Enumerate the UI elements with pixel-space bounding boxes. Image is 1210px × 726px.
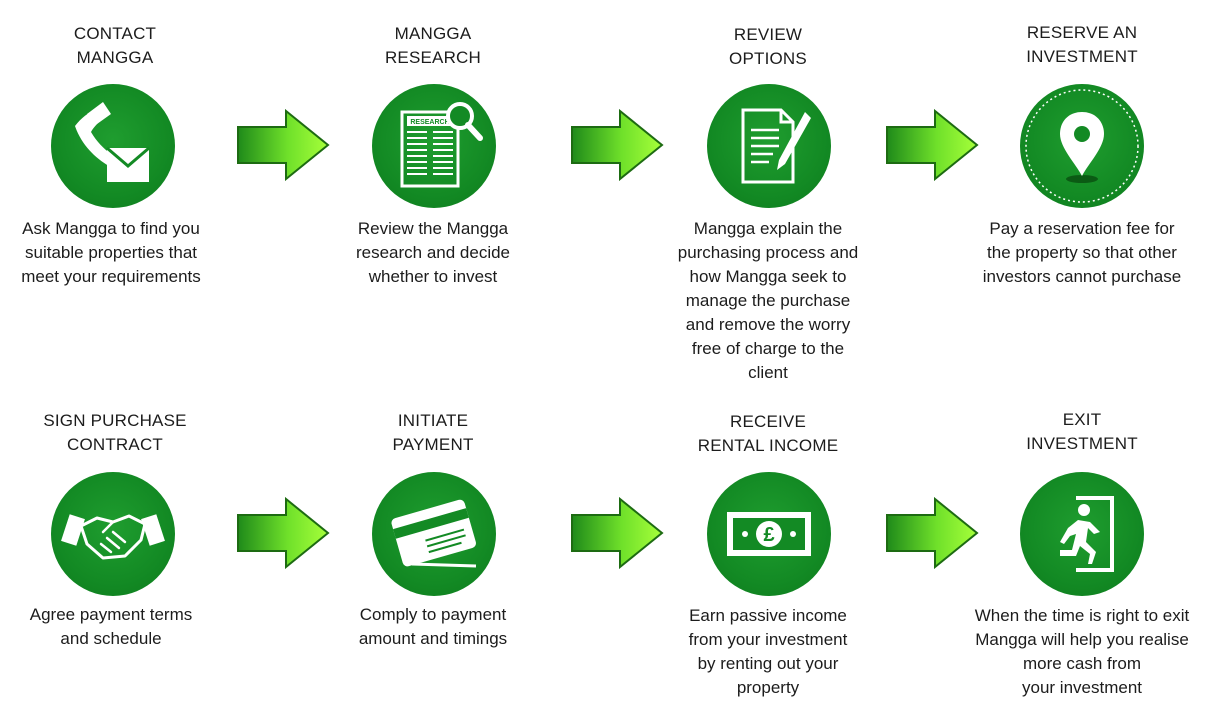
step-payment: INITIATE PAYMENT Comply to payment amoun… [318, 400, 548, 700]
step-title: REVIEW OPTIONS [729, 25, 807, 68]
step-description: Mangga explain the purchasing process an… [677, 219, 859, 382]
handshake-icon [61, 514, 165, 560]
step-research: MANGGA RESEARCH RESEARCH Review the Mang… [318, 0, 548, 300]
step-description: Agree payment terms and schedule [29, 605, 193, 648]
step-icon-circle: £ [707, 472, 831, 596]
step-title: CONTACT MANGGA [73, 24, 157, 67]
step-title: INITIATE PAYMENT [392, 411, 474, 454]
step-contact: CONTACT MANGGA Ask Mangga to find you su… [0, 0, 230, 300]
step-description: Comply to payment amount and timings [358, 605, 508, 648]
step-description: When the time is right to exit Mangga wi… [974, 606, 1190, 697]
research-label: RESEARCH [410, 119, 449, 126]
arrow-right-icon [886, 109, 979, 181]
step-description: Pay a reservation fee for the property s… [982, 219, 1182, 286]
arrow-right-icon [571, 109, 664, 181]
step-icon-circle [1020, 472, 1144, 596]
step-sign-contract: SIGN PURCHASE CONTRACT Agree payment ter… [0, 400, 230, 700]
step-icon-circle [51, 84, 175, 208]
step-description: Earn passive income from your investment… [688, 606, 848, 697]
arrow-right-icon [237, 497, 330, 569]
step-title: SIGN PURCHASE CONTRACT [43, 411, 187, 454]
step-icon-circle [1020, 84, 1144, 208]
step-review: REVIEW OPTIONS Mangga explain the purcha… [653, 0, 883, 400]
location-pin-icon [1025, 89, 1139, 203]
arrow-right-icon [886, 497, 979, 569]
credit-card-icon [391, 499, 477, 568]
step-reserve: RESERVE AN INVESTMENT Pay a reservation … [967, 0, 1197, 300]
step-title: RECEIVE RENTAL INCOME [697, 412, 839, 455]
step-title: RESERVE AN INVESTMENT [1026, 23, 1138, 66]
research-icon: RESEARCH [400, 102, 483, 188]
step-icon-circle: RESEARCH [372, 84, 496, 208]
step-rental-income: RECEIVE RENTAL INCOME £ Earn passive inc… [653, 400, 883, 700]
phone-mail-icon [75, 102, 150, 182]
step-description: Review the Mangga research and decide wh… [355, 219, 511, 286]
arrow-right-icon [571, 497, 664, 569]
step-title: MANGGA RESEARCH [384, 24, 482, 67]
step-icon-circle [372, 472, 496, 596]
document-pen-icon [741, 108, 811, 184]
step-exit: EXIT INVESTMENT When the time is right t… [967, 400, 1197, 700]
banknote-icon: £ [727, 512, 811, 556]
pound-symbol: £ [763, 524, 774, 546]
step-icon-circle [707, 84, 831, 208]
step-icon-circle [51, 472, 175, 596]
step-description: Ask Mangga to find you suitable properti… [21, 219, 201, 286]
exit-icon [1060, 496, 1114, 572]
arrow-right-icon [237, 109, 330, 181]
step-title: EXIT INVESTMENT [1026, 410, 1138, 453]
